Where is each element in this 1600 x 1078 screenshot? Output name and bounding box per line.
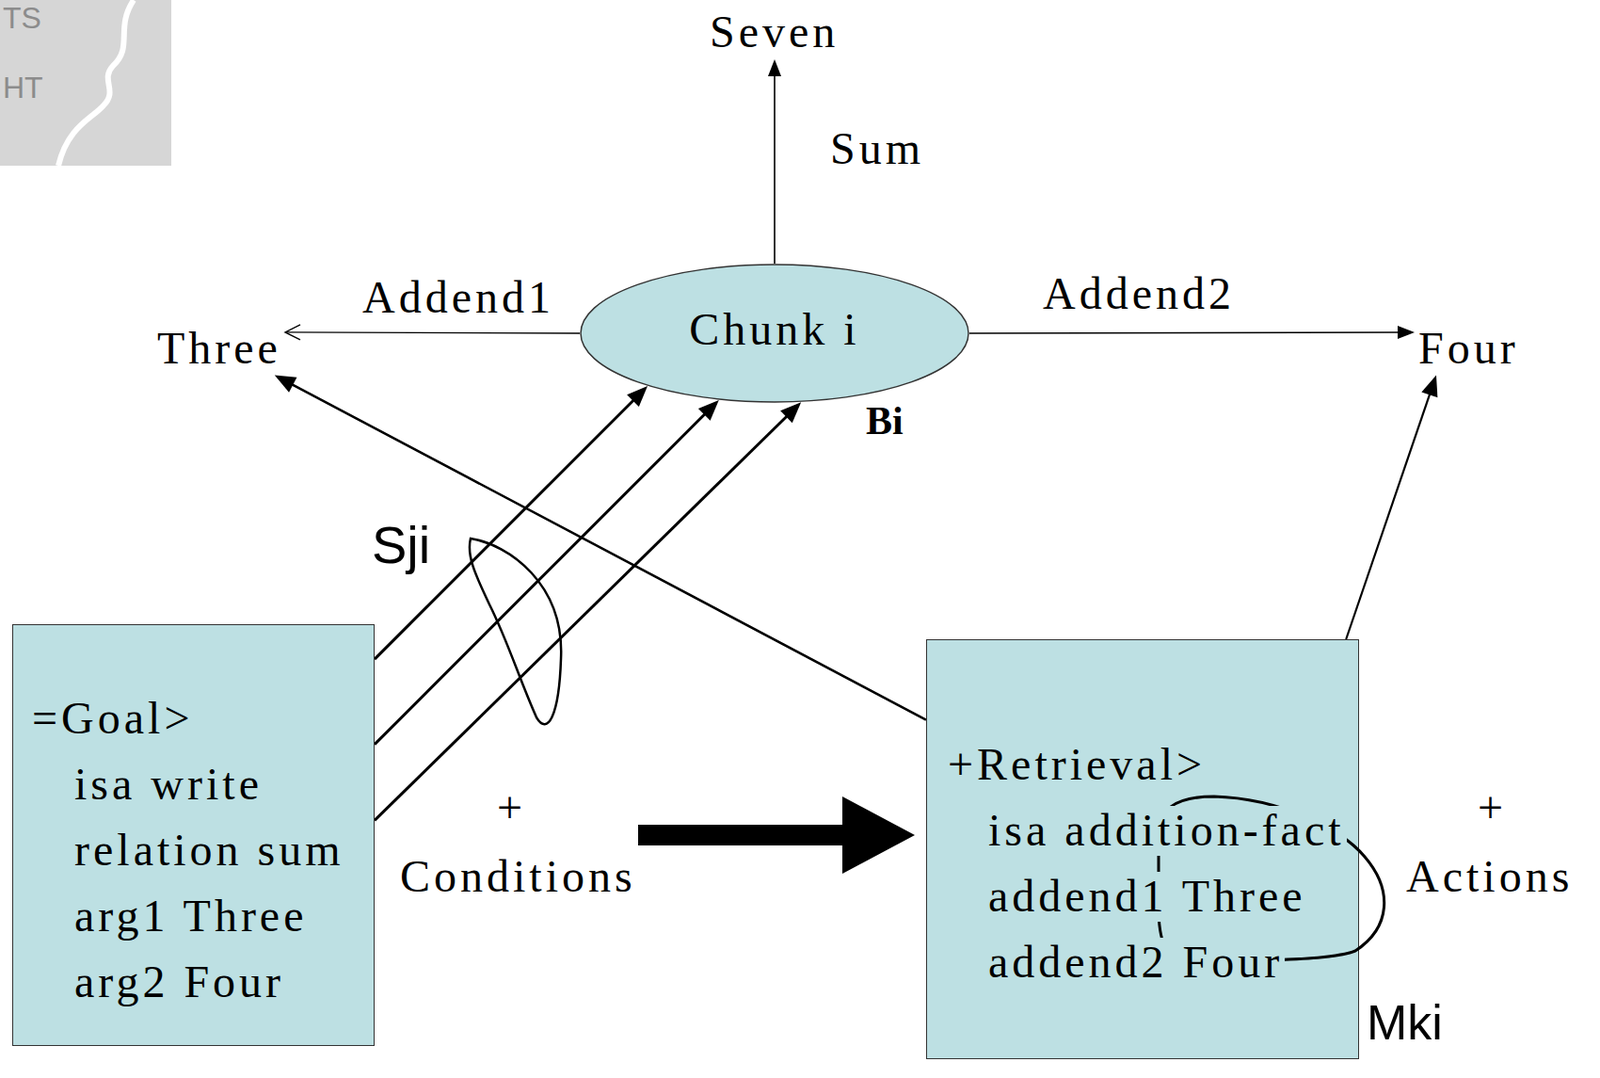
label-anchor: Mki <box>1366 995 1443 1050</box>
connector-line <box>374 414 705 745</box>
buffer-header: =Goal> <box>30 693 195 744</box>
arrow-connector <box>285 324 580 340</box>
logo-profile <box>58 0 134 166</box>
conditions-label: Conditions <box>400 851 637 902</box>
arrow-connector <box>1345 375 1438 640</box>
connector-line <box>291 384 927 720</box>
label-anchor: Sji <box>371 515 431 575</box>
connector-line <box>285 332 580 334</box>
label-anchor: Actions <box>1406 851 1573 902</box>
label-anchor: Conditions <box>400 851 637 902</box>
slot-line: addend2 Four <box>986 937 1285 988</box>
edge-label-anchor: Addend2 <box>1040 269 1237 320</box>
slot-line: isa addition-fact <box>986 805 1347 856</box>
plus-sign: + <box>496 783 527 833</box>
production-arrow-shaft <box>638 824 848 846</box>
production-arrow-head <box>842 796 915 874</box>
chunk-ellipse-shape <box>580 264 969 402</box>
slot-line: isa write <box>72 759 265 810</box>
arrow-head <box>626 385 648 407</box>
plus-sign: + <box>1477 783 1507 833</box>
arrow-head <box>768 59 782 77</box>
slot-line: addend1 Three <box>986 871 1309 922</box>
match-lasso <box>1158 796 1385 965</box>
arrow-head <box>274 375 298 393</box>
arrow-connector <box>374 401 801 820</box>
value-text: Three <box>153 321 286 376</box>
slot-line: arg1 Three <box>72 891 309 942</box>
arrow-head <box>1421 375 1438 399</box>
value-text: Seven <box>705 5 844 60</box>
arrow-head <box>698 400 720 421</box>
logo-text: HT <box>2 71 44 105</box>
arrow-head <box>1397 325 1415 339</box>
label-anchor: HT <box>2 71 44 105</box>
connector-line <box>969 332 1399 334</box>
activation-symbol: Bi <box>865 399 904 443</box>
chunk-label: Chunk i <box>688 304 860 355</box>
arrow-connector <box>768 59 782 264</box>
label-anchor: Bi <box>865 399 904 443</box>
actions-label: Actions <box>1406 851 1573 902</box>
label-anchor: + <box>1477 783 1507 833</box>
connector-line <box>1345 393 1430 640</box>
logo-text: TS <box>2 1 42 35</box>
edge-label-anchor: Addend1 <box>360 272 557 323</box>
connector-line <box>374 416 787 820</box>
value-label: Seven <box>705 5 843 60</box>
value-label: Three <box>153 321 286 376</box>
goal-buffer-box: =Goal> isa write relation sum arg1 Three arg… <box>12 624 375 1046</box>
match-symbol: Mki <box>1366 995 1443 1050</box>
logo-panel <box>0 0 172 166</box>
connector-line <box>773 75 776 264</box>
relation-label: Addend1 <box>360 272 557 323</box>
edge-label-anchor: Sum <box>828 124 927 175</box>
relation-label: Sum <box>828 124 927 175</box>
value-label: Four <box>1414 321 1523 376</box>
relation-label: Addend2 <box>1040 269 1237 320</box>
slot-line: arg2 Four <box>72 957 287 1008</box>
slot-line: relation sum <box>72 825 347 876</box>
chunk-ellipse: Chunk i <box>579 263 970 403</box>
label-anchor: + <box>496 783 527 833</box>
strength-symbol: Sji <box>371 515 431 575</box>
arrow-connector <box>969 325 1415 339</box>
retrieval-buffer-box: +Retrieval> isa addition-fact addend1 Thre… <box>926 639 1360 1059</box>
buffer-header: +Retrieval> <box>945 739 1208 790</box>
arrow-head <box>780 401 801 423</box>
value-text: Four <box>1414 321 1523 376</box>
arrow-head <box>285 324 301 340</box>
strength-lasso <box>469 538 561 724</box>
label-anchor: TS <box>2 1 42 35</box>
